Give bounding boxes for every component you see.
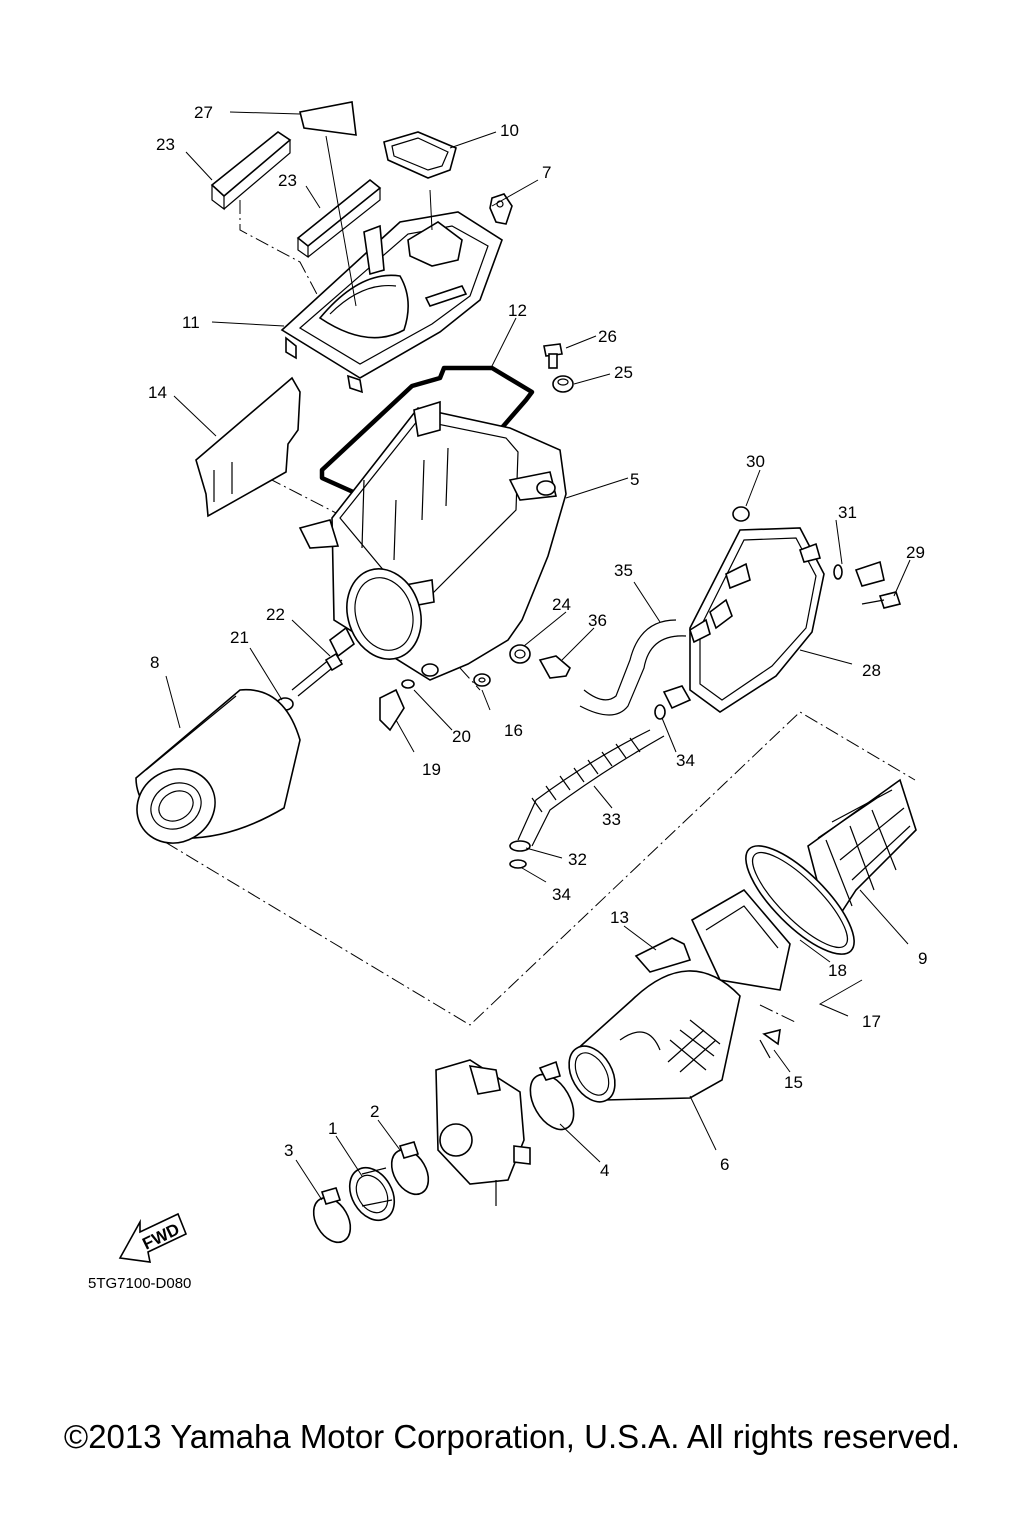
callout-4: 4 xyxy=(600,1161,609,1180)
callout-3: 3 xyxy=(284,1141,293,1160)
callout-19: 19 xyxy=(422,760,441,779)
callout-1: 1 xyxy=(328,1119,337,1138)
leader-lines xyxy=(165,111,911,1201)
fwd-arrow-icon: FWD xyxy=(118,1212,188,1263)
callout-9: 9 xyxy=(918,949,927,968)
part-clamp-34b xyxy=(509,859,527,869)
part-bolt-26 xyxy=(543,343,563,369)
part-clamp-4 xyxy=(529,1060,575,1131)
part-carburetor xyxy=(435,1059,531,1206)
part-band-13 xyxy=(634,937,692,973)
part-duct-17 xyxy=(690,888,791,991)
callout-10: 10 xyxy=(500,121,519,140)
callout-6: 6 xyxy=(720,1155,729,1174)
callout-32: 32 xyxy=(568,850,587,869)
callout-7: 7 xyxy=(542,163,551,182)
callout-2: 2 xyxy=(370,1102,379,1121)
part-collar-25 xyxy=(552,375,574,393)
drawing-code: 5TG7100-D080 xyxy=(88,1275,191,1292)
part-bolt-29 xyxy=(854,560,902,609)
callout-17: 17 xyxy=(862,1012,881,1031)
callout-16: 16 xyxy=(504,721,523,740)
callout-25: 25 xyxy=(614,363,633,382)
part-washer-31 xyxy=(833,564,843,580)
part-clamp-3 xyxy=(312,1187,352,1244)
part-rivet-15 xyxy=(759,1028,781,1059)
callout-27: 27 xyxy=(194,103,213,122)
part-clamp-34a xyxy=(654,704,666,720)
copyright-notice: ©2013 Yamaha Motor Corporation, U.S.A. A… xyxy=(63,1418,961,1455)
callout-31: 31 xyxy=(838,503,857,522)
callout-35: 35 xyxy=(614,561,633,580)
callout-20: 20 xyxy=(452,727,471,746)
callout-30: 30 xyxy=(746,452,765,471)
callout-34b: 34 xyxy=(552,885,571,904)
part-foam-strip-23a xyxy=(210,131,292,211)
part-gasket-18 xyxy=(745,845,855,955)
part-corrugated-hose-33 xyxy=(517,729,665,847)
callout-26: 26 xyxy=(598,327,617,346)
part-clamp-2 xyxy=(390,1141,430,1196)
callout-24: 24 xyxy=(552,595,571,614)
part-duct-seal-10 xyxy=(383,131,457,179)
part-bolt-22 xyxy=(291,626,356,697)
callout-34a: 34 xyxy=(676,751,695,770)
part-hose-35 xyxy=(579,619,687,716)
part-filter-element-8 xyxy=(135,688,301,844)
part-airbox-cover-11 xyxy=(280,211,503,394)
part-ring-20 xyxy=(401,679,415,689)
part-washer-16 xyxy=(473,673,491,687)
part-foam-seal-27 xyxy=(299,101,357,136)
part-clip-7 xyxy=(489,193,513,225)
callout-33: 33 xyxy=(602,810,621,829)
callout-28: 28 xyxy=(862,661,881,680)
part-tank-28 xyxy=(662,527,825,713)
callout-18: 18 xyxy=(828,961,847,980)
callout-15: 15 xyxy=(784,1073,803,1092)
callout-12: 12 xyxy=(508,301,527,320)
callout-21: 21 xyxy=(230,628,249,647)
callout-labels: 27 23 23 10 7 11 12 26 25 14 5 30 31 29 … xyxy=(88,103,927,1292)
callout-11: 11 xyxy=(182,313,200,332)
part-fitting-36 xyxy=(538,655,571,679)
part-foam-strip-23b xyxy=(296,178,382,259)
callout-13: 13 xyxy=(610,908,629,927)
part-clamp-32 xyxy=(509,840,531,852)
callout-14: 14 xyxy=(148,383,167,402)
callout-8: 8 xyxy=(150,653,159,672)
callout-22: 22 xyxy=(266,605,285,624)
part-grommet-24 xyxy=(509,644,531,664)
part-air-duct-6 xyxy=(568,970,741,1103)
part-airbox-case-5 xyxy=(298,400,567,681)
callout-23a: 23 xyxy=(156,135,175,154)
callout-5: 5 xyxy=(630,470,639,489)
callout-29: 29 xyxy=(906,543,925,562)
callout-36: 36 xyxy=(588,611,607,630)
part-plate-14 xyxy=(195,376,301,518)
part-collar-30 xyxy=(732,506,750,522)
callout-23b: 23 xyxy=(278,171,297,190)
part-plug-19 xyxy=(379,688,405,732)
